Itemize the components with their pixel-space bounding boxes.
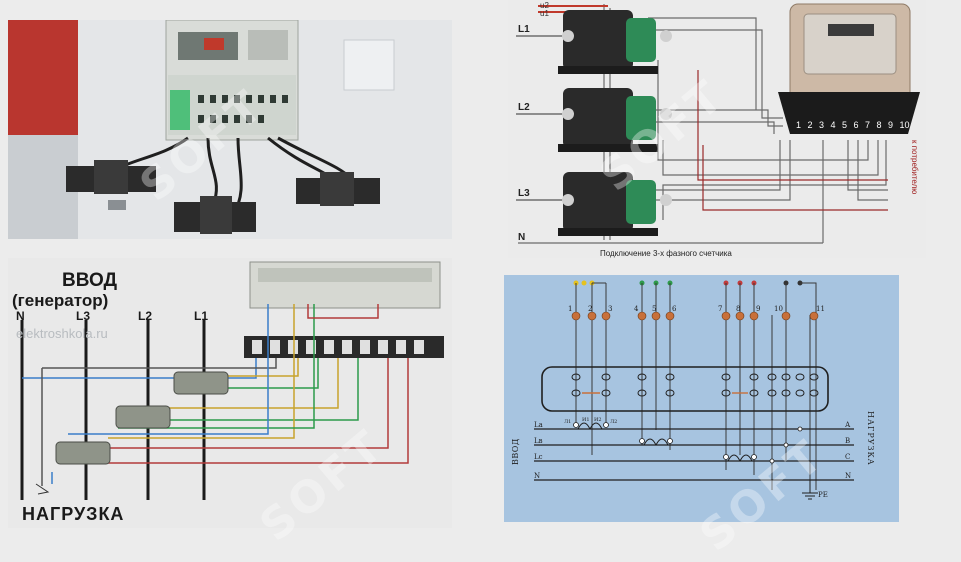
terminal-number-6: 6	[672, 305, 677, 313]
meter-terminal-9: 9	[888, 120, 893, 130]
terminal-number-8: 8	[736, 305, 740, 313]
to-consumer-label: к потребителю	[910, 140, 919, 194]
line-label-la: Lа	[534, 421, 543, 429]
meter-photo-drawing	[8, 20, 452, 239]
schematic-caption: Подключение 3-х фазного счетчика	[600, 249, 732, 258]
right-letter-c: С	[845, 453, 850, 461]
meter-terminal-10: 10	[900, 120, 910, 130]
coil-label-l1: Л1	[564, 419, 571, 425]
meter-photo	[8, 20, 452, 239]
u1-label: u1	[540, 9, 549, 18]
bus-label-l3: L3	[76, 309, 90, 323]
line-label-n: N	[534, 472, 540, 480]
right-letter-a: А	[845, 421, 851, 429]
meter-terminal-6: 6	[854, 120, 859, 130]
connection-schematic-drawing: 1 2 3 4 5 6 7 8 9 10 11 Lа Lв Lс N А В С…	[511, 280, 875, 500]
three-phase-meter-schematic: u2 u1 L1 L2 L3 N Подключение 3-х фазного…	[508, 0, 926, 258]
line-label-lc: Lс	[534, 453, 543, 461]
load-vertical-label: НАГРУЗКА	[866, 411, 875, 466]
terminal-number-1: 1	[568, 305, 572, 313]
terminal-number-3: 3	[608, 305, 612, 313]
meter-terminal-8: 8	[877, 120, 882, 130]
coil-label-i2: И2	[594, 417, 602, 423]
input-label: ВВОД	[511, 438, 520, 465]
load-label: НАГРУЗКА	[22, 504, 124, 524]
bus-label-n: N	[16, 309, 25, 323]
meter-terminal-2: 2	[808, 120, 813, 130]
connection-schematic: 1 2 3 4 5 6 7 8 9 10 11 Lа Lв Lс N А В С…	[504, 275, 899, 522]
pe-label: PE	[818, 491, 828, 499]
bus-label-l2: L2	[138, 309, 152, 323]
line-label-lb: Lв	[534, 437, 543, 445]
terminal-number-11: 11	[816, 305, 825, 313]
right-letter-n: N	[845, 472, 851, 480]
wiring-diagram: ВВОД (генератор) N L3 L2 L1 elektroshkol…	[8, 258, 452, 528]
u2-label: u2	[540, 1, 549, 10]
right-letter-b: В	[845, 437, 850, 445]
terminal-number-2: 2	[588, 305, 592, 313]
schematic-drawing: u2 u1 L1 L2 L3 N Подключение 3-х фазного…	[516, 1, 920, 258]
phase-label-l3: L3	[518, 188, 530, 199]
coil-label-l2: Л2	[610, 419, 617, 425]
wiring-subtitle: (генератор)	[12, 291, 108, 310]
terminal-number-10: 10	[774, 305, 783, 313]
coil-label-i1: И1	[582, 417, 590, 423]
phase-label-n: N	[518, 232, 525, 243]
meter-terminal-3: 3	[819, 120, 824, 130]
site-watermark: elektroshkola.ru	[16, 326, 108, 341]
terminal-number-4: 4	[634, 305, 639, 313]
meter-terminal-4: 4	[831, 120, 836, 130]
phase-label-l2: L2	[518, 102, 530, 113]
terminal-number-7: 7	[718, 305, 722, 313]
bus-label-l1: L1	[194, 309, 208, 323]
wiring-title: ВВОД	[62, 270, 117, 291]
wiring-drawing: ВВОД (генератор) N L3 L2 L1 elektroshkol…	[12, 261, 444, 524]
meter-terminal-1: 1	[796, 120, 801, 130]
terminal-number-9: 9	[756, 305, 760, 313]
meter-terminal-7: 7	[865, 120, 870, 130]
terminal-number-5: 5	[652, 305, 656, 313]
phase-label-l1: L1	[518, 24, 530, 35]
meter-terminal-5: 5	[842, 120, 847, 130]
